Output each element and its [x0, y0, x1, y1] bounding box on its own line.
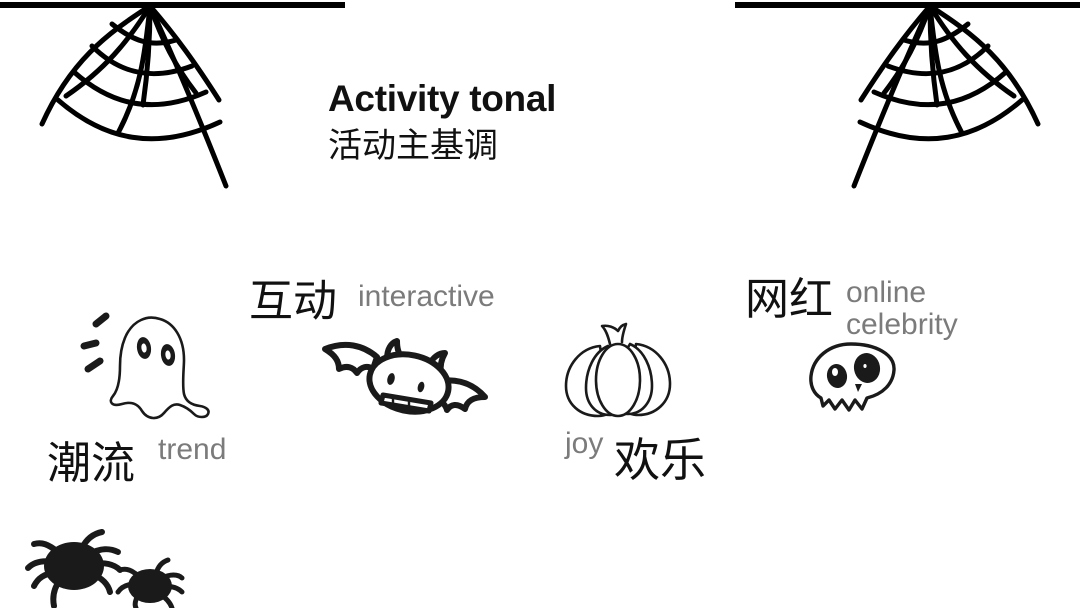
pumpkin-icon	[556, 316, 681, 433]
page-title: Activity tonal 活动主基调	[328, 78, 748, 167]
item-label-en-online-celebrity: online celebrity	[846, 276, 958, 341]
item-label-en-interactive: interactive	[358, 280, 495, 313]
spider-web-icon	[720, 0, 1080, 205]
skull-icon	[805, 340, 905, 420]
page-title-en: Activity tonal	[328, 78, 557, 119]
ghost-icon	[78, 310, 228, 430]
spider-web-icon	[0, 0, 350, 205]
bat-icon	[305, 333, 500, 428]
page-title-zh: 活动主基调	[328, 126, 498, 165]
item-label-en-trend: trend	[158, 433, 227, 466]
item-label-zh-trend: 潮流	[47, 439, 135, 488]
item-label-zh-joy: 欢乐	[614, 434, 706, 486]
item-label-en-joy: joy	[565, 427, 604, 460]
item-label-zh-interactive: 互动	[249, 277, 337, 326]
item-label-zh-online-celebrity: 网红	[745, 275, 833, 324]
spider-icon	[10, 528, 210, 613]
